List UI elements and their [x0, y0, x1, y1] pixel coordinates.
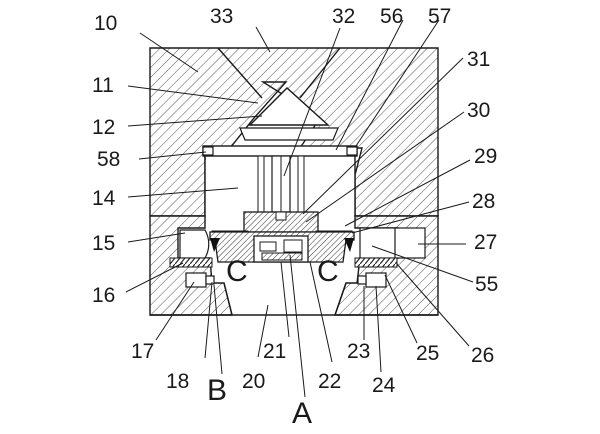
label-30: 30: [467, 99, 490, 122]
label-10: 10: [94, 12, 117, 35]
left-wedge: [210, 238, 220, 252]
top-block-slot: [275, 211, 287, 221]
motor-inner-b: [283, 239, 303, 253]
label-25: 25: [416, 342, 439, 365]
label-33: 33: [210, 5, 233, 28]
label-26: 26: [471, 344, 494, 367]
leader-lines: [125, 19, 474, 398]
label-29: 29: [474, 145, 497, 168]
label-31: 31: [467, 48, 490, 71]
label-detail-C-right: C: [317, 255, 339, 288]
outlet-channel: [223, 282, 347, 316]
label-32: 32: [332, 5, 355, 28]
right-rack: [354, 257, 398, 268]
label-22: 22: [318, 370, 341, 393]
label-56: 56: [380, 5, 403, 28]
label-detail-B: B: [207, 374, 227, 407]
label-55: 55: [475, 273, 498, 296]
label-24: 24: [372, 374, 396, 397]
left-slider: [185, 272, 207, 288]
label-58: 58: [97, 148, 120, 171]
left-slider-tab: [205, 275, 215, 285]
right-wedge: [344, 238, 354, 252]
label-12: 12: [92, 116, 115, 139]
plate-end-left: [202, 146, 214, 156]
label-detail-A: A: [292, 397, 312, 429]
label-18: 18: [166, 370, 189, 393]
label-20: 20: [242, 370, 265, 393]
label-27: 27: [474, 231, 497, 254]
label-57: 57: [428, 5, 451, 28]
label-11: 11: [92, 74, 114, 97]
right-box-inner: [394, 227, 426, 259]
side-rod-left: [257, 155, 265, 215]
label-28: 28: [472, 190, 495, 213]
funnel-walls: [217, 47, 341, 99]
label-21: 21: [263, 340, 286, 363]
label-23: 23: [347, 340, 370, 363]
cross-plate: [202, 145, 358, 157]
left-rack: [169, 257, 213, 268]
label-16: 16: [92, 284, 115, 307]
label-14: 14: [92, 187, 116, 210]
cone-diverter: [248, 87, 330, 126]
plate-end-right: [346, 146, 358, 156]
label-17: 17: [131, 340, 154, 363]
right-slider-tab: [357, 275, 367, 285]
label-detail-C-left: C: [226, 255, 248, 288]
motor-inner-a: [259, 241, 277, 252]
left-arc-guide: [179, 229, 210, 259]
right-slider: [365, 272, 387, 288]
callout-labels: 10 33 32 56 57 11 31 12 30 58 29 14 28 1…: [92, 5, 498, 430]
side-rod-right: [297, 155, 305, 215]
label-15: 15: [92, 232, 115, 255]
cone-base: [239, 127, 339, 141]
motor-base: [261, 252, 303, 261]
